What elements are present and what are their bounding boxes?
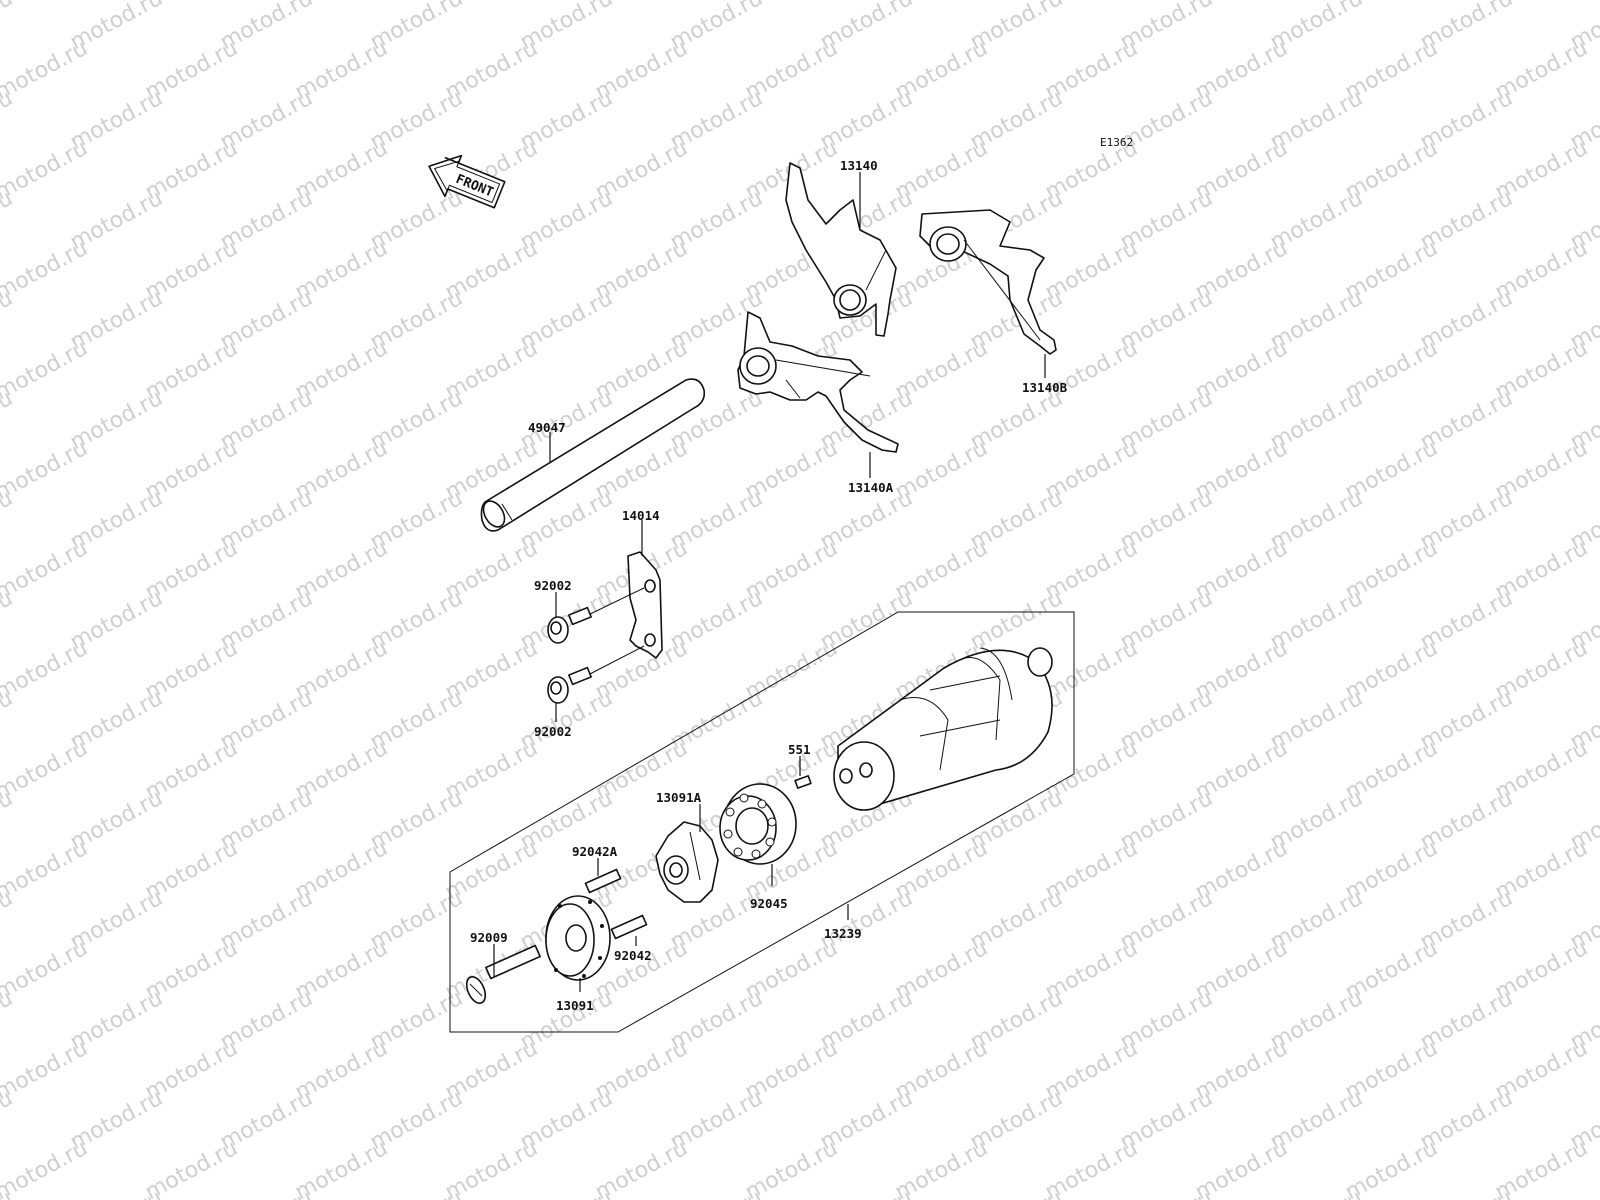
- watermark-text: motod.ru: [516, 1186, 617, 1200]
- shift-drum: [833, 647, 1053, 811]
- label-13140: 13140: [840, 158, 878, 173]
- label-551: 551: [788, 742, 811, 757]
- watermark-text: motod.ru: [216, 1186, 317, 1200]
- label-92009: 92009: [470, 930, 508, 945]
- label-13140A: 13140A: [848, 480, 894, 495]
- watermark-text: motod.ru: [0, 36, 92, 105]
- pin-92042A: [584, 868, 622, 894]
- watermark-text: motod.ru: [0, 0, 17, 55]
- watermark-text: motod.ru: [0, 1036, 92, 1105]
- label-14014: 14014: [622, 508, 660, 523]
- shift-fork-13140: [785, 162, 897, 337]
- assembly-frame-13239: [449, 611, 1075, 1033]
- watermark-text: motod.ru: [966, 1186, 1067, 1200]
- shift-fork-shaft-49047: [480, 378, 706, 532]
- label-49047: 49047: [528, 420, 566, 435]
- watermark-text: motod.ru: [0, 236, 92, 305]
- pin-551: [794, 775, 812, 789]
- diagram-code: E1362: [1100, 136, 1133, 149]
- watermark-text: motod.ru: [0, 1136, 92, 1200]
- bolt-92002-top: [547, 587, 645, 644]
- watermark-text: motod.ru: [816, 1186, 917, 1200]
- watermark-text: motod.ru: [66, 1186, 167, 1200]
- watermark-text: motod.ru: [0, 736, 92, 805]
- shift-fork-13140B: [919, 209, 1057, 355]
- label-92002-bottom: 92002: [534, 724, 572, 739]
- plate-13091: [545, 895, 611, 981]
- screw-92009: [465, 944, 541, 1004]
- label-13140B: 13140B: [1022, 380, 1068, 395]
- watermark-text: motod.ru: [0, 436, 92, 505]
- label-13239: 13239: [824, 926, 862, 941]
- label-13091A: 13091A: [656, 790, 702, 805]
- watermark-text: motod.ru: [1416, 1186, 1517, 1200]
- label-92042A: 92042A: [572, 844, 618, 859]
- watermark-text: motod.ru: [0, 136, 92, 205]
- label-92045: 92045: [750, 896, 788, 911]
- pin-92042: [610, 914, 648, 940]
- label-92042: 92042: [614, 948, 652, 963]
- watermark-text: motod.ru: [0, 936, 92, 1005]
- watermark-text: motod.ru: [1566, 1186, 1600, 1200]
- watermark-text: motod.ru: [1116, 1186, 1217, 1200]
- watermark-text: motod.ru: [1266, 1186, 1367, 1200]
- plate-14014: [627, 551, 663, 659]
- watermark-text: motod.ru: [0, 636, 92, 705]
- watermark-text: motod.ru: [0, 536, 92, 605]
- watermark-text: motod.ru: [366, 1186, 467, 1200]
- cam-13091A: [655, 821, 719, 903]
- watermark-text: motod.ru: [0, 336, 92, 405]
- shift-fork-13140A: [737, 311, 899, 453]
- watermark-text: motod.ru: [0, 836, 92, 905]
- bearing-92045: [719, 783, 797, 865]
- watermark-text: motod.ru: [666, 1186, 767, 1200]
- bolt-92002-bottom: [547, 645, 645, 704]
- label-92002-top: 92002: [534, 578, 572, 593]
- label-13091: 13091: [556, 998, 594, 1013]
